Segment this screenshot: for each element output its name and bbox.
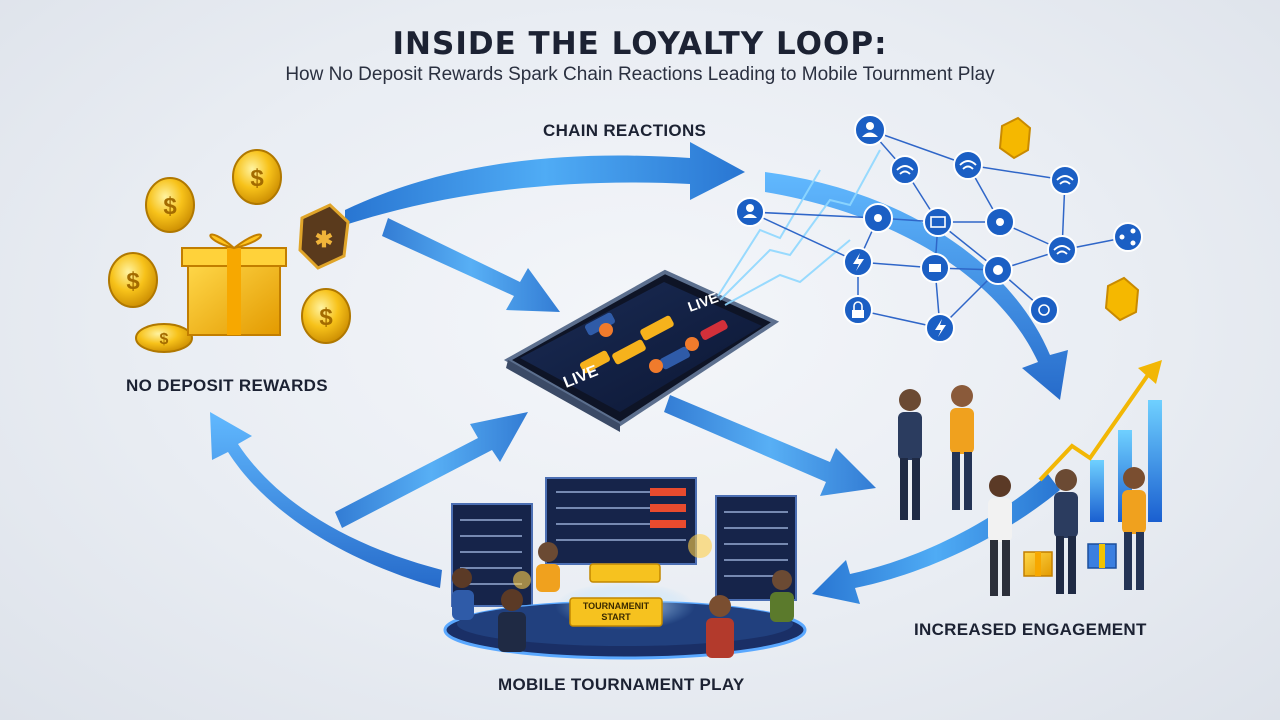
smartphone-icon	[503, 269, 780, 432]
loop-arrows	[210, 142, 1068, 604]
page-subtitle: How No Deposit Rewards Spark Chain React…	[285, 64, 995, 85]
label-no-deposit-rewards: NO DEPOSIT REWARDS	[126, 376, 328, 395]
svg-text:$: $	[250, 165, 264, 192]
gold-badge-icon	[998, 116, 1032, 160]
network-node-icon	[863, 203, 893, 233]
network-node-icon	[1029, 295, 1059, 325]
person-figure	[898, 389, 922, 520]
share-icon	[1113, 222, 1143, 252]
tournament-banner-line2: START	[601, 612, 631, 622]
user-icon	[735, 197, 765, 227]
tournament-banner-line1: TOURNAMENIT	[583, 601, 650, 611]
coin-icon: $	[135, 323, 193, 353]
svg-text:$: $	[163, 193, 177, 220]
player-figure	[770, 570, 794, 622]
person-figure	[988, 475, 1012, 596]
label-increased-engagement: INCREASED ENGAGEMENT	[914, 620, 1147, 639]
network-node-icon	[983, 255, 1013, 285]
coin-icon: $	[108, 252, 158, 308]
network-nodes	[735, 114, 1143, 343]
gift-box-icon	[1087, 543, 1117, 569]
wifi-icon	[1047, 235, 1077, 265]
coin-icon: $	[301, 288, 351, 344]
person-figure	[1054, 469, 1078, 594]
person-figure	[1122, 467, 1146, 590]
puzzle-badge-icon: ✱	[298, 203, 350, 270]
lightning-streaks	[717, 149, 881, 306]
coin-icon: $	[145, 177, 195, 233]
svg-text:$: $	[319, 304, 333, 331]
gift-box-icon	[181, 233, 287, 336]
person-figure	[950, 385, 974, 510]
wifi-icon	[953, 150, 983, 180]
network-node-icon	[985, 207, 1015, 237]
network-node-icon	[920, 253, 950, 283]
player-figure	[452, 568, 474, 620]
mail-icon	[923, 207, 953, 237]
wifi-icon	[1050, 165, 1080, 195]
people-icon	[898, 385, 1146, 596]
svg-text:$: $	[126, 268, 140, 295]
svg-text:$: $	[160, 331, 169, 348]
lightning-icon	[925, 313, 955, 343]
gold-badge-icon	[1104, 276, 1140, 322]
trend-arrow-icon	[1038, 360, 1162, 482]
user-icon	[854, 114, 886, 146]
tournament-stage	[443, 477, 807, 660]
lightning-icon	[843, 247, 873, 277]
gift-box-icon	[1023, 551, 1053, 577]
rewards-cluster: $ $ $ $ $ ✱	[108, 149, 351, 353]
player-figure	[536, 542, 560, 592]
svg-text:✱: ✱	[315, 227, 333, 252]
label-chain-reactions: CHAIN REACTIONS	[543, 121, 707, 140]
label-mobile-tournament-play: MOBILE TOURNAMENT PLAY	[498, 675, 745, 694]
player-figure	[498, 589, 526, 652]
bar-chart-icon	[1090, 400, 1162, 522]
player-figure	[706, 595, 734, 658]
coin-icon: $	[232, 149, 282, 205]
lock-icon	[843, 295, 873, 325]
wifi-icon	[890, 155, 920, 185]
page-title: INSIDE THE LOYALTY LOOP:	[392, 26, 888, 62]
